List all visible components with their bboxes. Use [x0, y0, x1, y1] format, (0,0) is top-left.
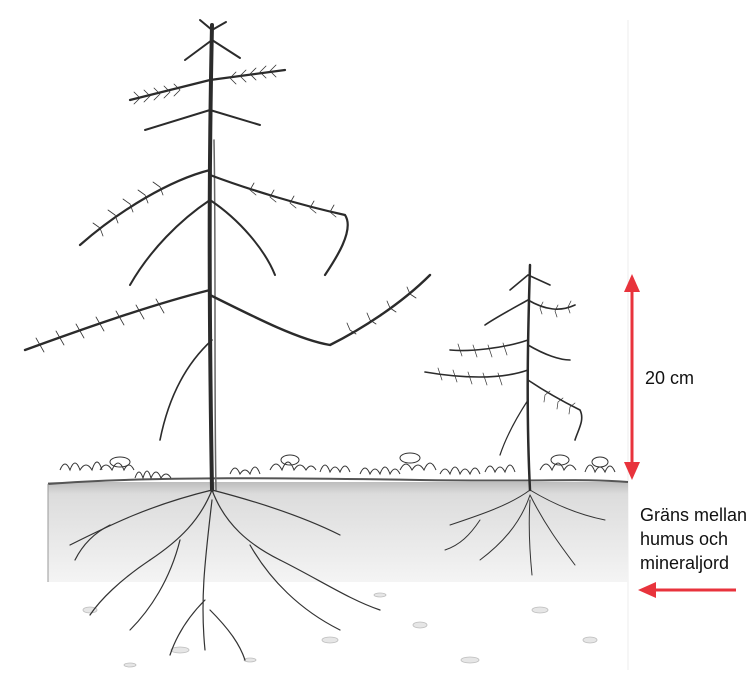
scale-arrow-icon	[624, 274, 640, 480]
boundary-arrow-icon	[638, 582, 736, 598]
boundary-label-line-2: humus och	[640, 527, 747, 551]
humus-mineral-boundary-label: Gräns mellan humus och mineraljord	[640, 503, 747, 575]
humus-layer	[48, 478, 628, 582]
boundary-label-line-1: Gräns mellan	[640, 503, 747, 527]
scale-label: 20 cm	[645, 366, 694, 390]
boundary-label-line-3: mineraljord	[640, 551, 747, 575]
ground-vegetation	[60, 453, 615, 478]
